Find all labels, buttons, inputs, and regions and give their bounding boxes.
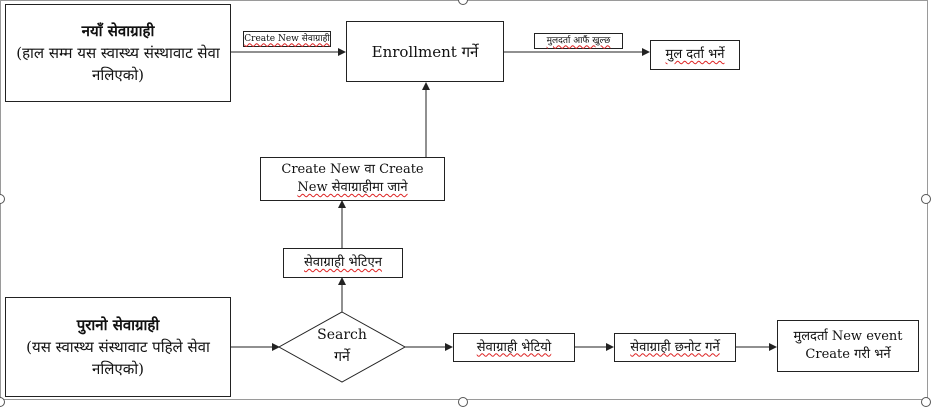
- select-client-box[interactable]: सेवाग्राही छनोट गर्ने: [614, 333, 736, 362]
- new-client-line1: (हाल सम्म यस स्वास्थ्य संस्थावाट सेवा: [16, 44, 220, 62]
- enrollment-text: Enrollment गर्ने: [371, 42, 479, 61]
- mul-darta-box[interactable]: मुल दर्ता भर्ने: [650, 40, 740, 70]
- create-new-line1: Create New वा Create: [281, 162, 424, 177]
- old-client-line2: नलिएको): [92, 360, 144, 378]
- old-client-box[interactable]: पुरानो सेवाग्राही (यस स्वास्थ्य संस्थावा…: [5, 297, 231, 397]
- client-found-box[interactable]: सेवाग्राही भेटियो: [453, 333, 575, 362]
- enrollment-box[interactable]: Enrollment गर्ने: [346, 21, 504, 82]
- open-mul-darta-text: मुलदर्ता आफैं खुल्छ: [546, 35, 611, 46]
- new-event-line1: मुलदर्ता New event: [793, 329, 903, 344]
- old-client-line1: (यस स्वास्थ्य संस्थावाट पहिले सेवा: [26, 338, 210, 356]
- new-event-line2: Create गरी भर्ने: [805, 347, 891, 362]
- client-not-found-text: सेवाग्राही भेटिएन: [304, 255, 382, 270]
- select-client-text: सेवाग्राही छनोट गर्ने: [630, 339, 720, 355]
- old-client-title: पुरानो सेवाग्राही: [76, 316, 160, 334]
- create-new-line2: New सेवाग्राहीमा जाने: [297, 180, 408, 195]
- mul-darta-text: मुल दर्ता भर्ने: [665, 47, 725, 62]
- new-event-box[interactable]: मुलदर्ता New event Create गरी भर्ने: [777, 320, 919, 372]
- create-new-label-text: Create New सेवाग्राही: [244, 33, 330, 44]
- create-new-box[interactable]: Create New वा Create New सेवाग्राहीमा जा…: [260, 157, 445, 201]
- create-new-label: Create New सेवाग्राही: [243, 31, 331, 47]
- client-not-found-box[interactable]: सेवाग्राही भेटिएन: [283, 248, 403, 278]
- search-line2: गर्ने: [334, 349, 350, 365]
- search-decision-diamond[interactable]: [277, 311, 407, 383]
- search-line1: Search: [317, 327, 367, 343]
- new-client-box[interactable]: नयाँ सेवाग्राही (हाल सम्म यस स्वास्थ्य स…: [5, 4, 231, 102]
- new-client-line2: नलिएको): [92, 66, 144, 84]
- resize-handle-right[interactable]: [921, 194, 931, 204]
- client-found-text: सेवाग्राही भेटियो: [476, 339, 552, 355]
- search-label: Search गर्ने: [302, 324, 382, 368]
- new-client-title: नयाँ सेवाग्राही: [81, 22, 155, 40]
- open-mul-darta-label: मुलदर्ता आफैं खुल्छ: [534, 33, 623, 49]
